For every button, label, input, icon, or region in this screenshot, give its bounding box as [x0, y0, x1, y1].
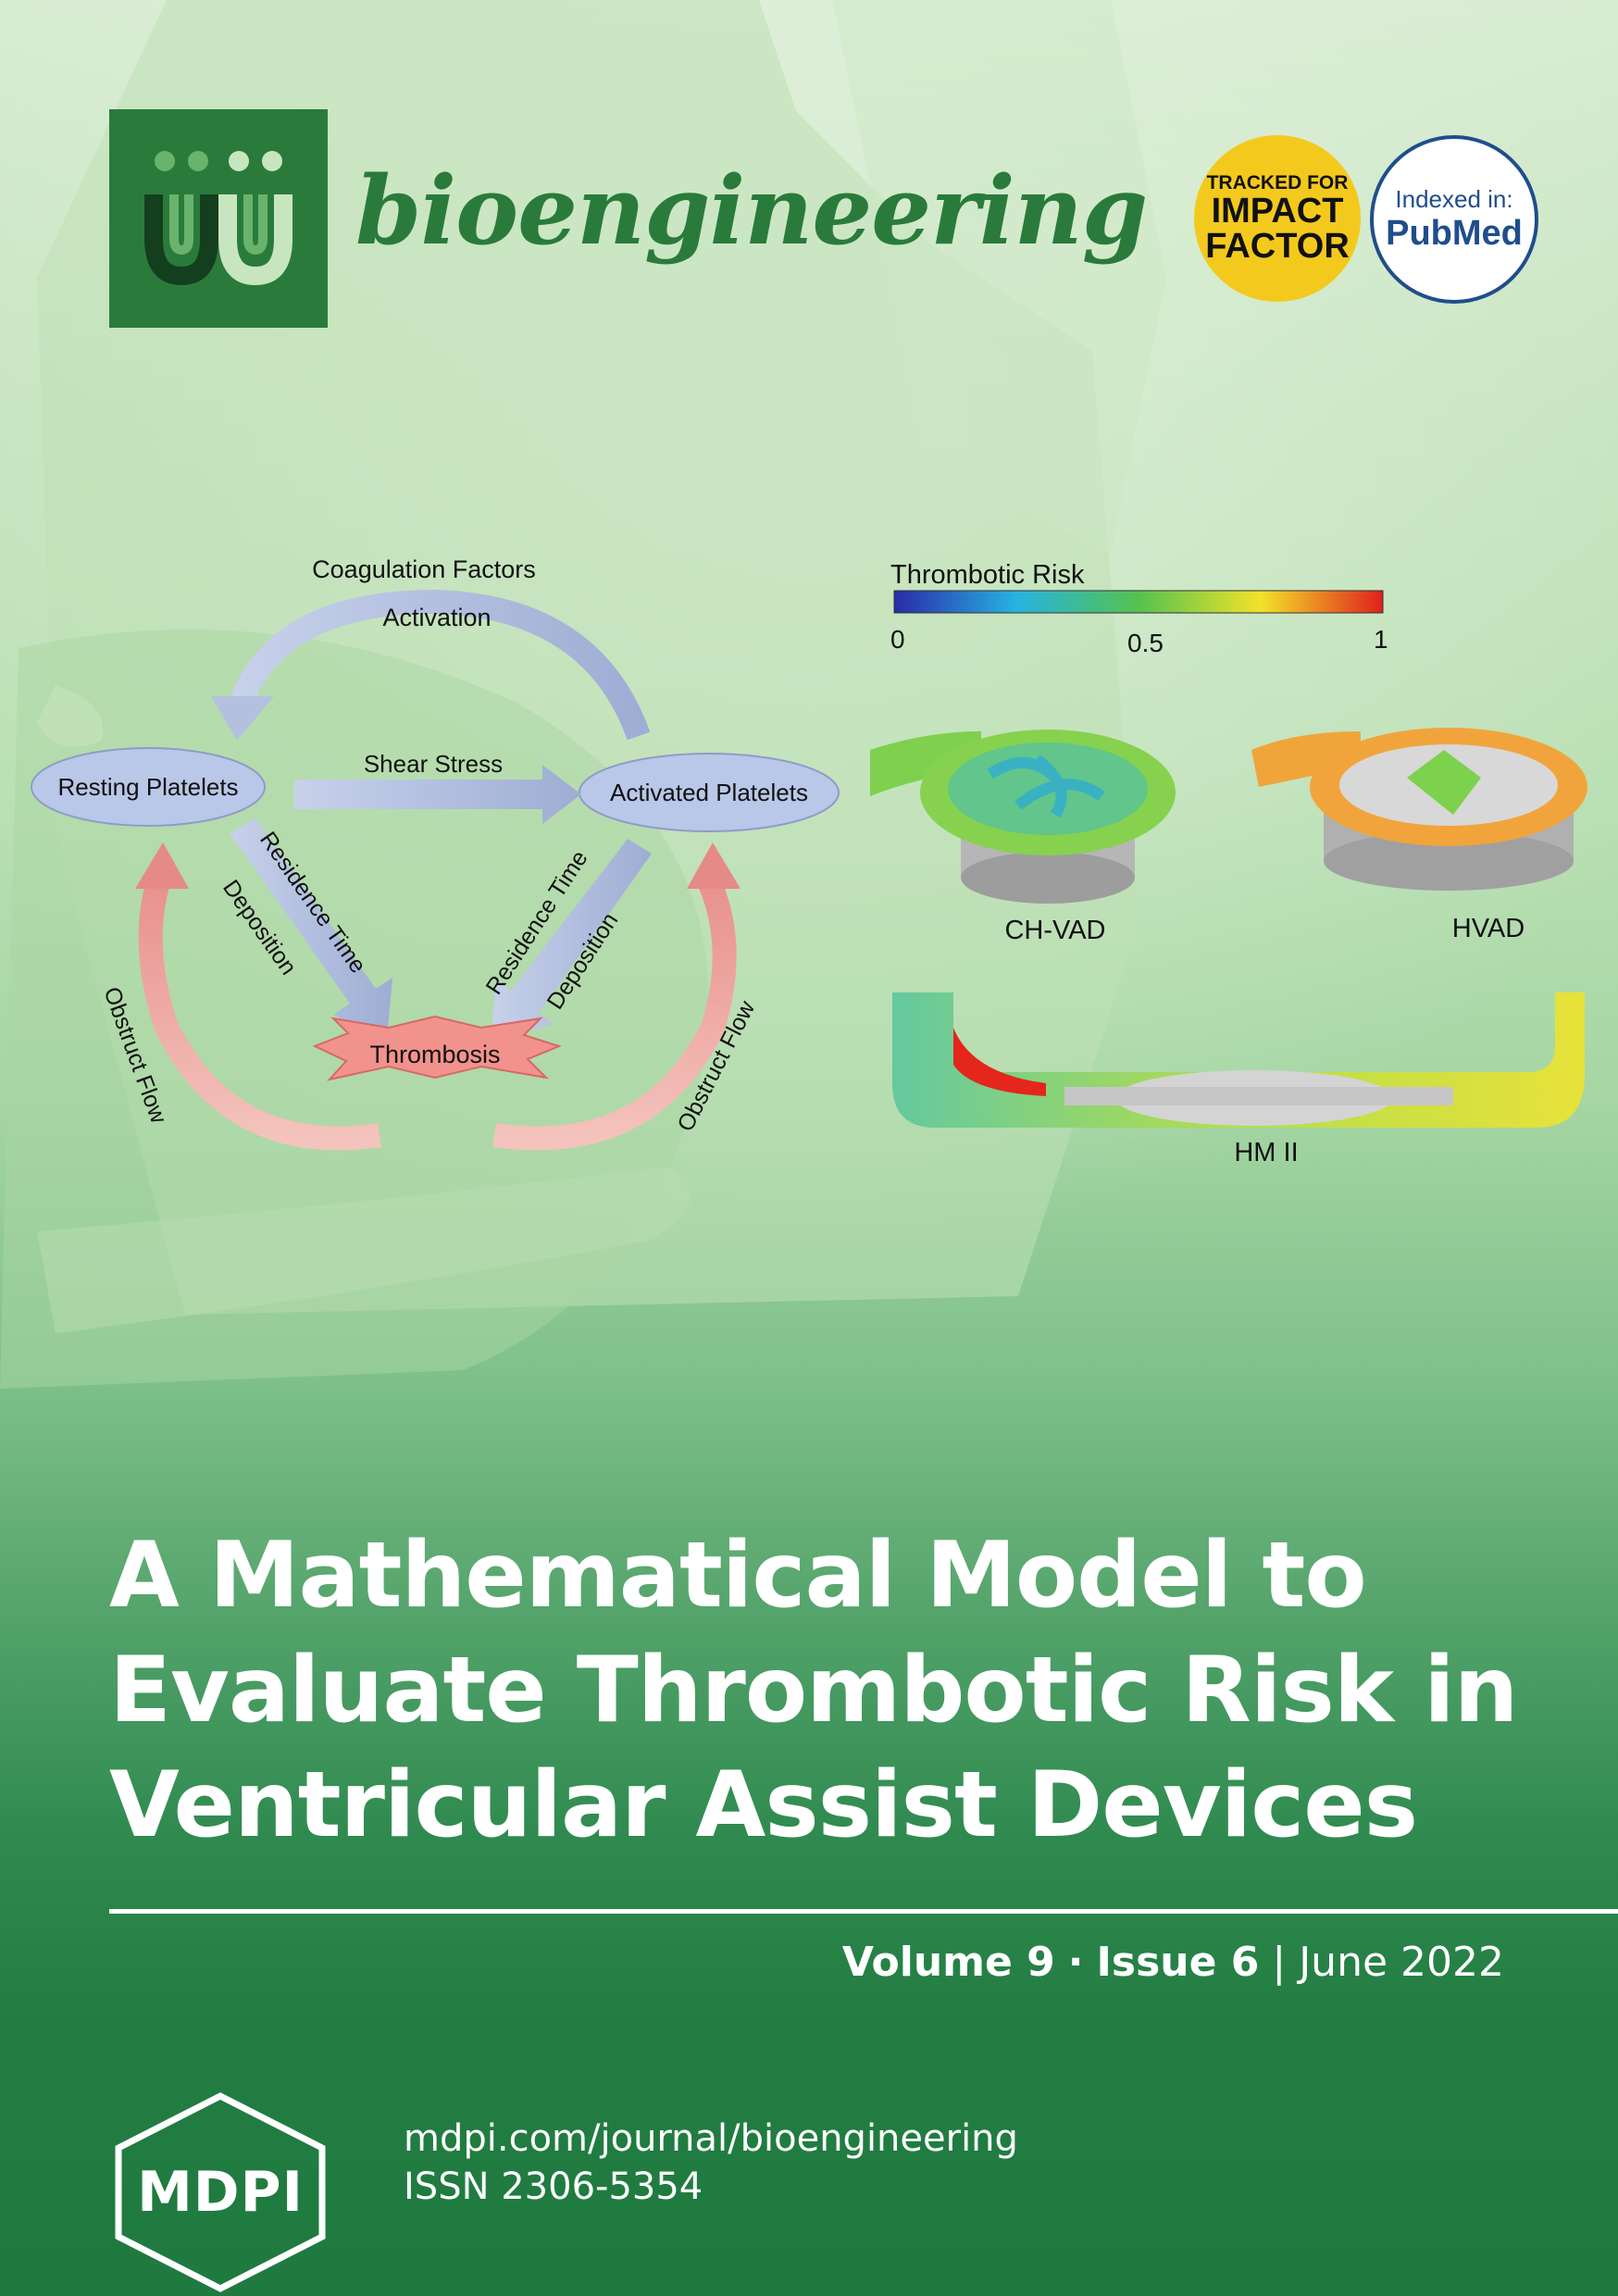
colorbar-title: Thrombotic Risk — [890, 560, 1085, 590]
mdpi-hexagon-icon — [115, 2092, 326, 2292]
article-title-line1: A Mathematical Model to — [109, 1523, 1367, 1628]
journal-logo-icon — [144, 151, 292, 286]
activated-platelets-label: Activated Platelets — [610, 779, 808, 806]
thrombosis-label: Thrombosis — [369, 1041, 500, 1068]
colorbar-tick-mid: 0.5 — [1127, 629, 1164, 657]
left-diagonal-arrow — [230, 818, 392, 1041]
article-title-line3: Ventricular Assist Devices — [109, 1753, 1418, 1858]
pubmed-badge-line2: PubMed — [1386, 214, 1523, 253]
publisher-info: mdpi.com/journal/bioengineering ISSN 230… — [404, 2115, 1018, 2211]
hvad-render — [1251, 728, 1587, 891]
publisher-logo[interactable]: MDPI — [137, 2160, 304, 2225]
issn-label: ISSN 2306-5354 — [404, 2165, 703, 2208]
impact-badge-line3: FACTOR — [1205, 227, 1350, 266]
issue-number-label: Issue 6 — [1096, 1939, 1260, 1986]
coagulation-factors-label: Coagulation Factors — [312, 555, 536, 583]
title-divider — [109, 1909, 1618, 1914]
right-diagonal-arrow — [491, 839, 652, 1041]
cover-figure: Coagulation Factors Activation Resting P… — [31, 555, 1587, 1167]
activated-platelets-node — [579, 753, 840, 832]
obstruct-flow-left-arc — [138, 876, 381, 1151]
article-title-line2: Evaluate Thrombotic Risk in — [109, 1638, 1518, 1743]
thrombosis-node — [312, 1015, 562, 1081]
colorbar-tick-0: 0 — [890, 625, 905, 654]
volume-label: Volume 9 — [841, 1939, 1055, 1986]
hvad-label: HVAD — [1452, 914, 1525, 943]
article-title: A Mathematical Model to Evaluate Thrombo… — [109, 1518, 1553, 1863]
pubmed-badge-line1: Indexed in: — [1395, 185, 1513, 213]
hm-ii-render — [892, 992, 1585, 1128]
journal-title: bioengineering — [355, 156, 1148, 267]
resting-platelets-node — [31, 747, 266, 827]
journal-url[interactable]: mdpi.com/journal/bioengineering — [404, 2117, 1018, 2160]
pubmed-badge[interactable]: Indexed in: PubMed — [1370, 135, 1538, 304]
issue-separator-bar: | — [1272, 1939, 1287, 1986]
impact-badge-line2: IMPACT — [1211, 192, 1344, 231]
obstruct-flow-left-arrowhead — [135, 842, 189, 889]
shear-stress-label: Shear Stress — [364, 750, 503, 778]
activation-label: Activation — [382, 604, 491, 631]
issue-info: Volume 9 · Issue 6 | June 2022 — [842, 1939, 1504, 1986]
ch-vad-render — [870, 730, 1176, 904]
activation-arc-arrow — [229, 589, 651, 741]
impact-factor-badge[interactable]: TRACKED FOR IMPACT FACTOR — [1194, 135, 1361, 302]
activation-arrowhead — [211, 696, 274, 741]
issue-separator-dot: · — [1067, 1939, 1084, 1986]
resting-platelets-label: Resting Platelets — [57, 773, 238, 801]
obstruct-flow-right-arrowhead — [687, 842, 741, 889]
colorbar — [893, 590, 1384, 614]
shear-stress-arrow — [294, 765, 581, 824]
issue-date: June 2022 — [1299, 1939, 1504, 1986]
journal-logo — [109, 109, 328, 328]
impact-badge-line1: TRACKED FOR — [1206, 172, 1349, 193]
ch-vad-label: CH-VAD — [1004, 916, 1105, 945]
hm-ii-label: HM II — [1234, 1138, 1298, 1167]
obstruct-flow-right-arc — [492, 872, 737, 1151]
colorbar-tick-1: 1 — [1374, 625, 1388, 654]
